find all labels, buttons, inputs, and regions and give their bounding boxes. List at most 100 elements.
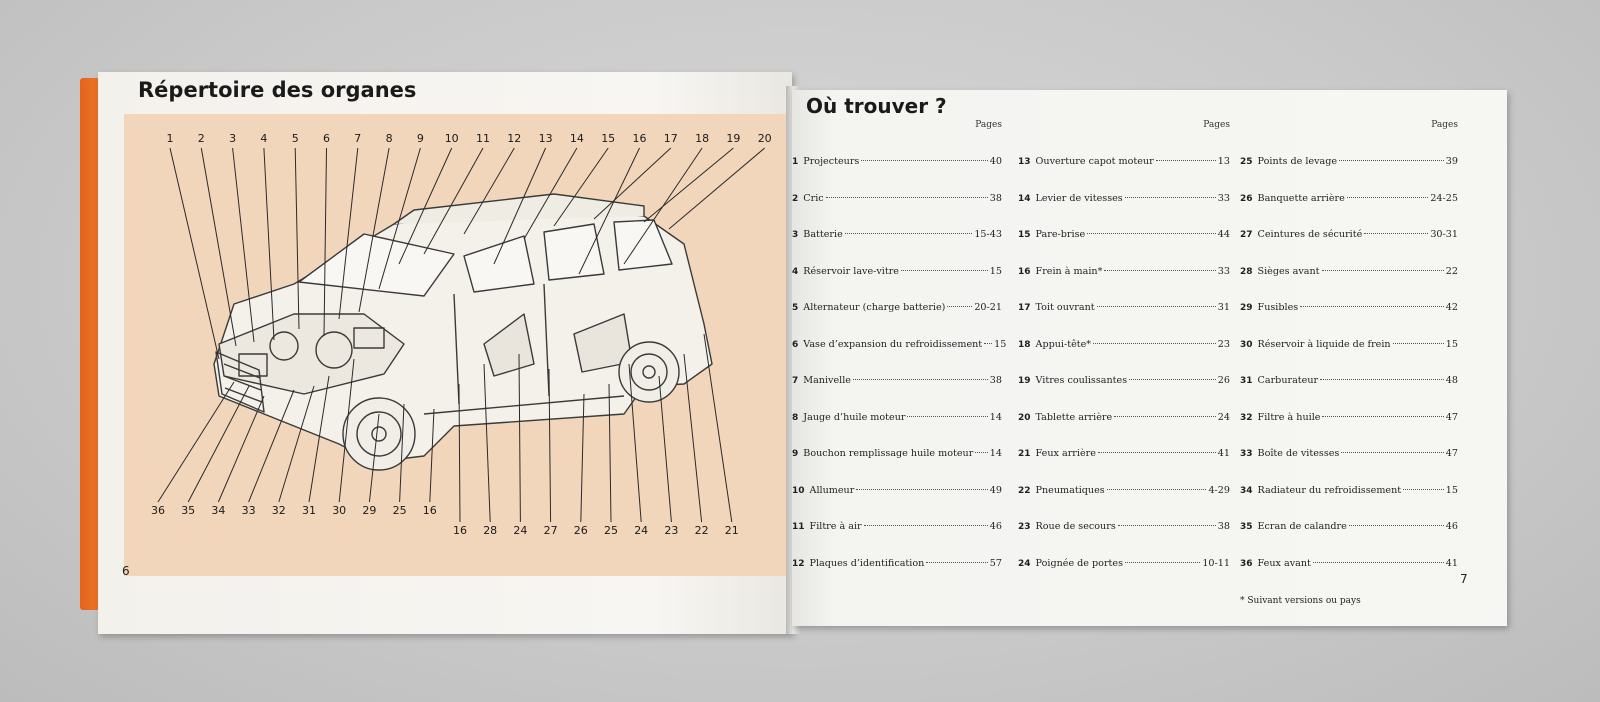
- entry-label: Réservoir à liquide de frein: [1257, 338, 1391, 350]
- entry-label: Points de levage: [1257, 156, 1338, 167]
- entry-page: 46: [1445, 521, 1458, 532]
- entry-page: 57: [989, 557, 1002, 569]
- leader-dots: [1312, 561, 1444, 563]
- callout-number-bottom: 26: [574, 524, 588, 537]
- entry-page: 15: [1445, 338, 1458, 350]
- entry-number: 11: [792, 522, 805, 532]
- entry-number: 6: [792, 339, 799, 350]
- callout-number-bottom: 22: [695, 524, 709, 537]
- entry-page: 15: [989, 265, 1002, 277]
- entry-number: 28: [1240, 266, 1253, 277]
- callout-number-top: 17: [664, 132, 678, 145]
- leader-line: [323, 147, 327, 337]
- leader-line: [518, 353, 521, 523]
- leader-line: [308, 375, 330, 503]
- entry-label: Levier de vitesses: [1035, 192, 1123, 204]
- entry-number: 12: [792, 558, 805, 569]
- entry-page: 48: [1445, 375, 1458, 386]
- entry-page: 44: [1217, 229, 1230, 240]
- leader-dots: [1322, 415, 1444, 417]
- entry-number: 35: [1240, 522, 1253, 532]
- callout-number-bottom: 21: [725, 524, 739, 537]
- leader-line: [232, 147, 255, 343]
- entry-label: Poignée de portes: [1035, 557, 1123, 569]
- leader-dots: [1114, 415, 1216, 417]
- callout-number-bottom: 25: [604, 524, 618, 537]
- entry-page: 46: [989, 521, 1002, 532]
- entry-label: Feux avant: [1257, 557, 1311, 569]
- callout-number-top: 7: [354, 132, 361, 145]
- left-page: Répertoire des organes: [98, 72, 792, 634]
- callout-number-bottom: 31: [302, 504, 316, 517]
- leader-dots: [1392, 342, 1444, 344]
- leader-line: [378, 147, 421, 290]
- entry-page: 42: [1445, 302, 1458, 313]
- leader-dots: [1300, 306, 1444, 307]
- leader-line: [187, 385, 250, 503]
- leader-dots: [975, 452, 988, 453]
- callout-number-top: 18: [695, 132, 709, 145]
- entry-page: 38: [989, 192, 1002, 204]
- leader-dots: [1321, 269, 1444, 271]
- entry-number: 1: [792, 157, 799, 167]
- entry-page: 33: [1217, 265, 1230, 277]
- callout-number-top: 2: [198, 132, 205, 145]
- callout-number-bottom: 32: [272, 504, 286, 517]
- leader-dots: [926, 561, 988, 563]
- leader-line: [157, 381, 235, 503]
- entry-page: 15: [994, 338, 1007, 350]
- pages-header: Pages: [1203, 120, 1230, 130]
- leader-dots: [1125, 561, 1201, 563]
- entry-label: Pare-brise: [1035, 229, 1086, 240]
- leader-dots: [984, 342, 993, 344]
- entry-page: 23: [1217, 338, 1230, 350]
- pages-header: Pages: [1431, 120, 1458, 130]
- leader-line: [523, 147, 578, 240]
- entry-label: Radiateur du refroidissement: [1257, 484, 1402, 496]
- entry-number: 26: [1240, 193, 1253, 204]
- callout-number-top: 9: [417, 132, 424, 145]
- callout-number-bottom: 29: [362, 504, 376, 517]
- leader-line: [200, 147, 237, 347]
- entry-number: 34: [1240, 485, 1253, 496]
- entry-number: 29: [1240, 303, 1253, 313]
- callout-number-top: 19: [726, 132, 740, 145]
- callout-number-top: 6: [323, 132, 330, 145]
- entry-number: 32: [1240, 412, 1253, 423]
- leader-dots: [852, 379, 988, 380]
- entry-page: 15: [1445, 484, 1458, 496]
- leader-dots: [1320, 379, 1444, 380]
- footnote: * Suivant versions ou pays: [1240, 596, 1361, 606]
- entry-label: Roue de secours: [1035, 521, 1116, 532]
- leader-dots: [1339, 160, 1444, 161]
- leader-line: [658, 375, 672, 523]
- leader-dots: [1155, 160, 1216, 161]
- left-page-title: Répertoire des organes: [138, 78, 417, 102]
- entry-page: 22: [1445, 265, 1458, 277]
- callout-number-bottom: 27: [544, 524, 558, 537]
- callout-number-bottom: 35: [181, 504, 195, 517]
- entry-label: Appui-tête*: [1035, 338, 1092, 350]
- leader-dots: [1124, 196, 1216, 198]
- leader-dots: [907, 415, 988, 417]
- leader-dots: [861, 160, 988, 161]
- leader-line: [338, 147, 359, 320]
- entry-number: 3: [792, 230, 799, 240]
- leader-dots: [1341, 452, 1444, 453]
